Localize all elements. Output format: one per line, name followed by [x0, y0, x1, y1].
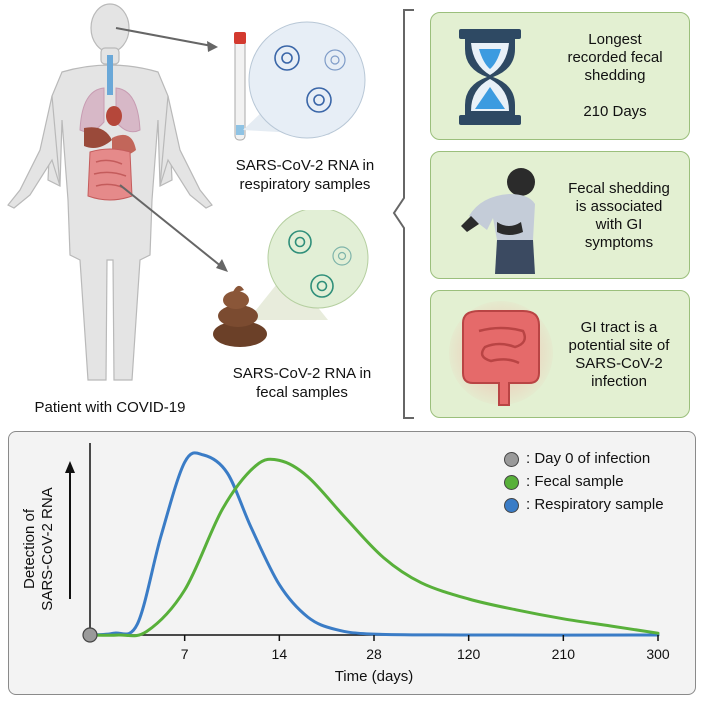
intestine-icon: [449, 301, 553, 406]
y-axis-label-line2: SARS-CoV-2 RNA: [39, 487, 56, 610]
legend-swatch-respiratory: [504, 498, 519, 513]
card-text-line: Longest: [588, 31, 642, 48]
stool-icon: [213, 285, 267, 347]
x-tick-label: 120: [457, 646, 481, 662]
trachea-illustration: [107, 55, 113, 95]
patient-caption: Patient with COVID-19: [34, 399, 186, 416]
card-text-line: potential site of: [568, 337, 670, 354]
y-axis-label-line1: Detection of: [21, 508, 38, 589]
virus-icon: [274, 45, 332, 113]
legend-swatch-fecal: [504, 475, 519, 490]
card-text-line: SARS-CoV-2: [575, 355, 663, 372]
virus-faint-icon: [332, 246, 352, 266]
card-gi-infection-site-text: GI tract is a potential site of SARS-CoV…: [553, 319, 685, 391]
fecal-series-line: [88, 457, 660, 638]
card-text-line: is associated: [575, 198, 663, 215]
x-tick-label: 300: [646, 646, 670, 662]
fecal-caption-line1: SARS-CoV-2 RNA in: [232, 365, 372, 382]
x-axis-label: Time (days): [335, 668, 414, 685]
y-axis-label: Detection of SARS-CoV-2 RNA: [21, 487, 56, 610]
legend-swatch-day0: [504, 452, 519, 467]
card-gi-infection-site: GI tract is a potential site of SARS-CoV…: [430, 290, 690, 418]
card-text-line: symptoms: [584, 234, 654, 251]
fecal-caption-line2: fecal samples: [256, 384, 348, 401]
card-gi-symptoms: Fecal shedding is associated with GI sym…: [430, 151, 690, 279]
virus-faint-icon: [324, 49, 346, 71]
card-text-line: infection: [591, 373, 647, 390]
card-text-line: GI tract is a: [580, 319, 658, 336]
x-tick-label: 210: [552, 646, 576, 662]
card-longest-shedding: Longest recorded fecal shedding 210 Days: [430, 12, 690, 140]
legend-label-day0: : Day 0 of infection: [526, 450, 651, 467]
respiratory-caption-line2: respiratory samples: [239, 176, 371, 193]
card-text-line: with GI: [595, 216, 643, 233]
day0-marker: [82, 627, 98, 643]
x-tick-label: 14: [272, 646, 288, 662]
fecal-caption: SARS-CoV-2 RNA in fecal samples: [212, 364, 392, 402]
chart-legend: : Day 0 of infection : Fecal sample : Re…: [500, 450, 690, 522]
intestines-illustration: [87, 148, 133, 201]
card-text-line: shedding: [584, 67, 646, 84]
respiratory-series-line: [88, 451, 660, 637]
detection-timeline-chart: Detection of SARS-CoV-2 RNA 7 14 28 120 210 3…: [21, 443, 670, 685]
x-tick-label: 7: [181, 646, 189, 662]
fecal-sample-illustration: [213, 210, 369, 347]
detection-timeline-panel: [8, 431, 696, 695]
card-longest-shedding-text: Longest recorded fecal shedding 210 Days: [555, 31, 675, 121]
virus-icon: [288, 230, 334, 298]
legend-label-fecal: : Fecal sample: [526, 473, 624, 490]
card-shedding-days: 210 Days: [583, 103, 647, 120]
card-gi-symptoms-text: Fecal shedding is associated with GI sym…: [557, 180, 681, 252]
abdominal-pain-person-icon: [461, 168, 535, 274]
respiratory-caption: SARS-CoV-2 RNA in respiratory samples: [210, 156, 400, 194]
x-tick-label: 28: [366, 646, 382, 662]
grouping-brace: [392, 9, 414, 419]
patient-body-illustration: [7, 3, 228, 381]
y-axis-arrow-head: [65, 461, 75, 473]
lungs-illustration: [79, 87, 141, 133]
hourglass-icon: [459, 29, 521, 125]
card-text-line: Fecal shedding: [568, 180, 670, 197]
respiratory-caption-line1: SARS-CoV-2 RNA in: [235, 157, 375, 174]
card-text-line: recorded fecal: [567, 49, 663, 66]
legend-label-respiratory: : Respiratory sample: [526, 496, 664, 513]
respiratory-sample-illustration: [234, 21, 366, 141]
